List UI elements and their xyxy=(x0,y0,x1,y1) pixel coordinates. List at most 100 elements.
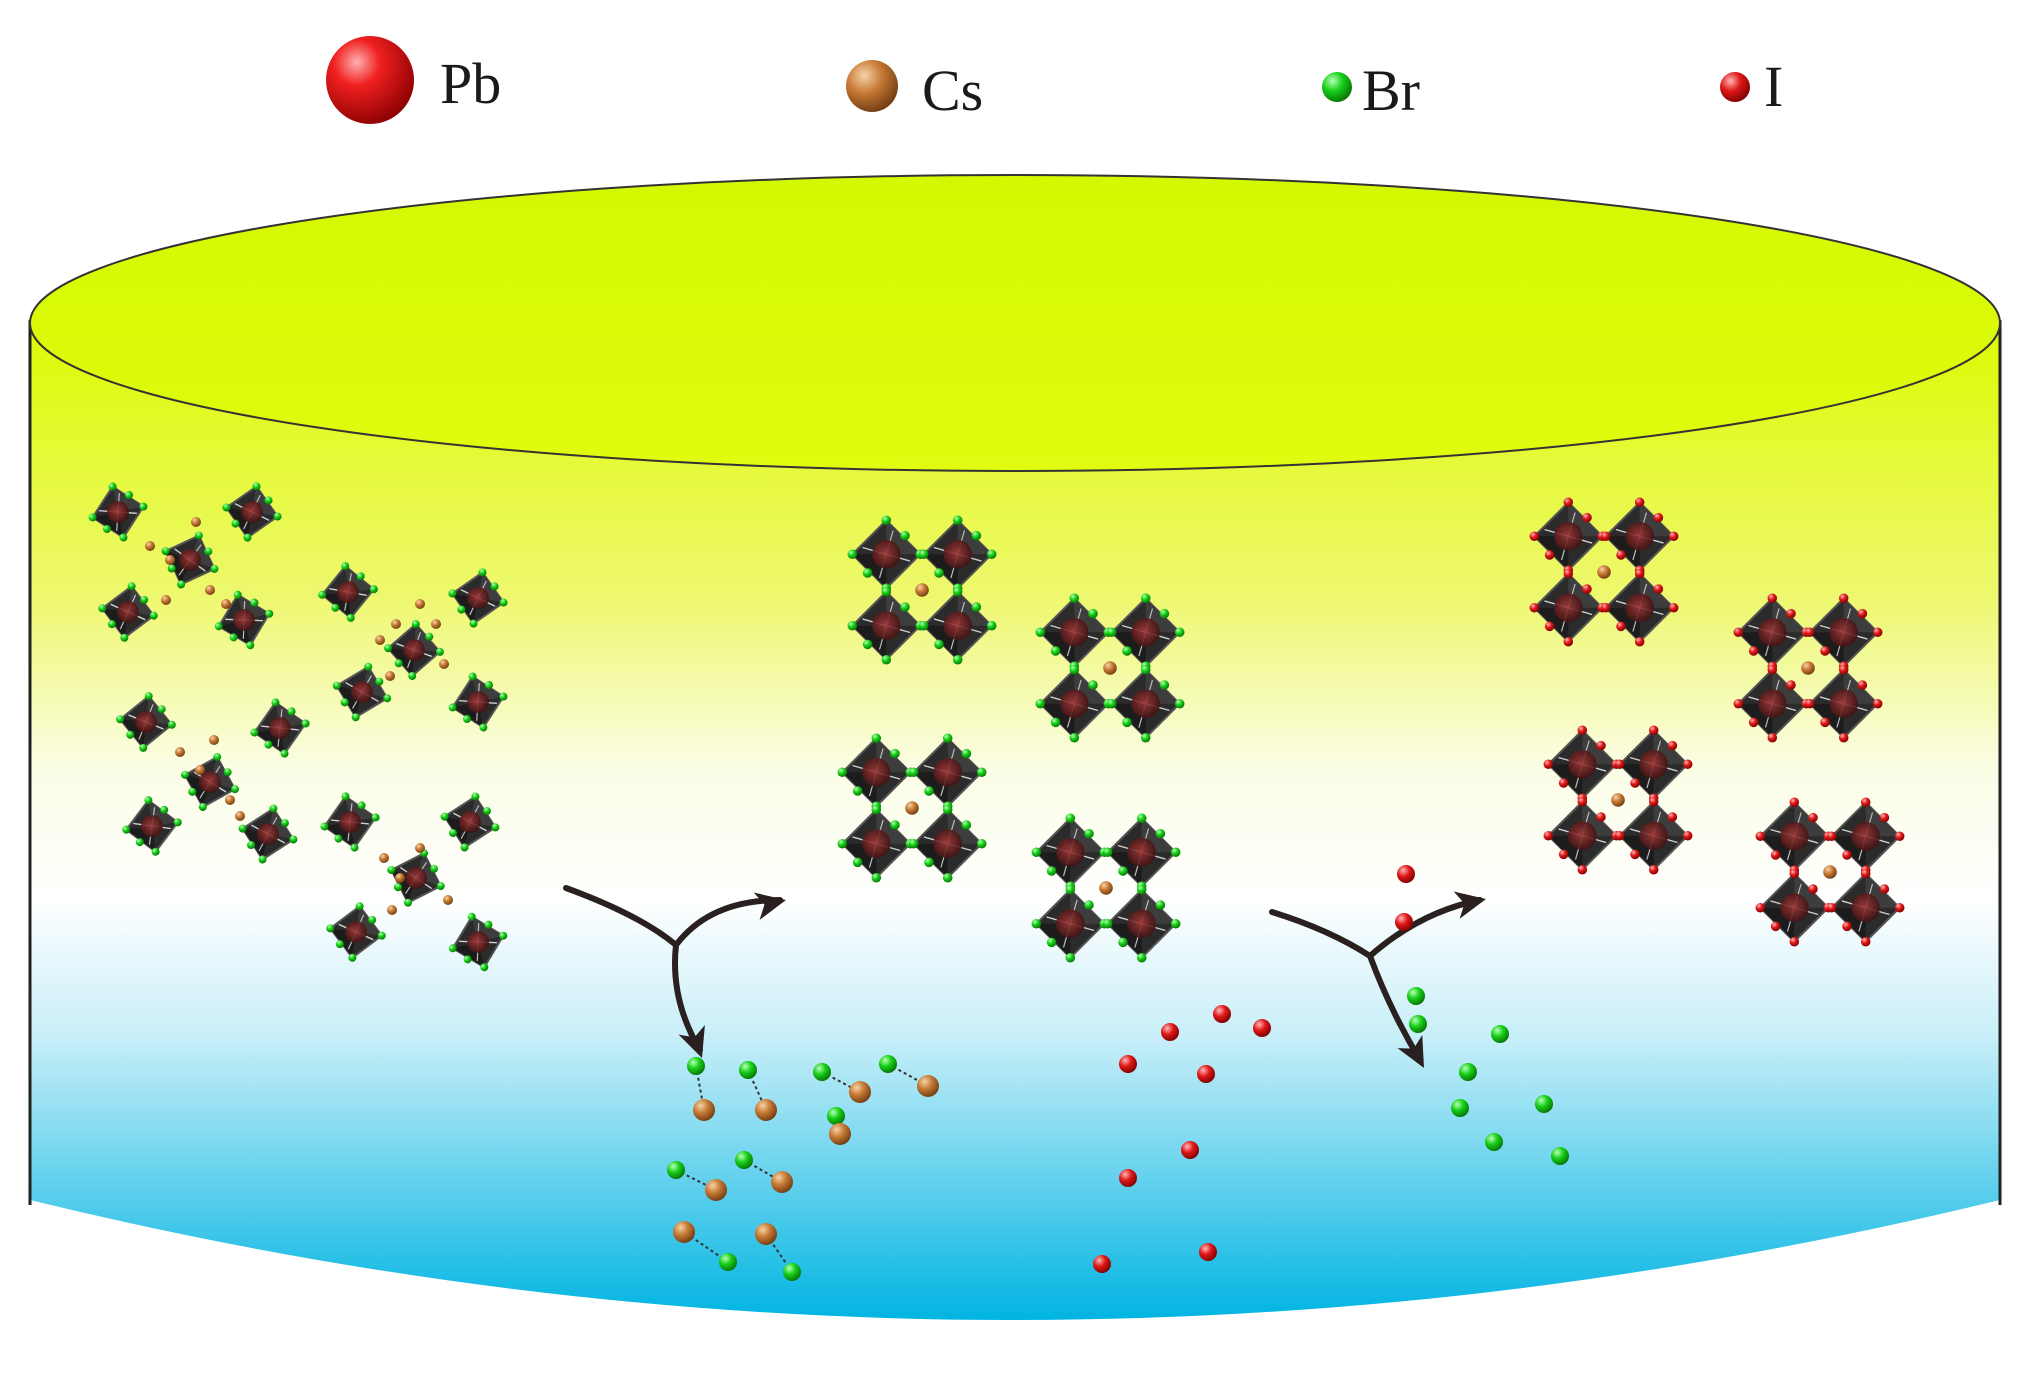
br-ion xyxy=(331,603,340,612)
i-ion xyxy=(1767,664,1778,675)
br-ion xyxy=(900,602,910,612)
br-ion xyxy=(250,598,259,607)
i-ion xyxy=(1616,550,1626,560)
br-ion xyxy=(881,654,892,665)
octahedron xyxy=(1102,884,1181,963)
octahedron xyxy=(1826,868,1905,947)
br-ion xyxy=(1118,866,1128,876)
br-ion xyxy=(837,838,848,849)
br-ion xyxy=(116,715,125,724)
cs-ion xyxy=(235,811,245,821)
br-ion xyxy=(1046,937,1057,948)
br-ion xyxy=(827,1107,845,1125)
br-ion xyxy=(490,582,499,591)
i-ion xyxy=(1842,850,1852,860)
br-ion xyxy=(1031,918,1042,929)
br-ion xyxy=(340,698,349,707)
arrow-head xyxy=(1397,1034,1424,1068)
br-ion xyxy=(1122,646,1132,656)
i-ion xyxy=(1630,778,1640,788)
br-ion xyxy=(478,568,487,577)
br-ion xyxy=(1069,732,1080,743)
octahedron xyxy=(238,804,298,864)
i-ion xyxy=(1789,797,1800,808)
cs-ion xyxy=(1099,881,1113,895)
perovskite-unit-cell xyxy=(837,733,987,883)
br-ion xyxy=(1065,884,1076,895)
octahedron xyxy=(448,568,508,628)
i-legend-label: I xyxy=(1764,54,1784,119)
cs-ion xyxy=(1801,661,1815,675)
cs-ion xyxy=(195,765,205,775)
br-ion xyxy=(355,902,364,911)
br-ion xyxy=(393,883,402,892)
i-ion xyxy=(1634,497,1645,508)
br-ion xyxy=(908,767,919,778)
br-ion xyxy=(924,857,934,868)
br-ion xyxy=(1551,1147,1569,1165)
br-ion xyxy=(1050,646,1061,656)
i-ion xyxy=(1755,902,1766,913)
br-ion xyxy=(375,677,384,686)
cs-legend-label: Cs xyxy=(922,58,984,123)
br-ion xyxy=(411,620,420,629)
i-ion xyxy=(1582,512,1592,523)
br-ion xyxy=(287,707,296,716)
br-ion xyxy=(1031,847,1042,858)
br-ion xyxy=(435,647,444,656)
cs-ion xyxy=(145,541,155,551)
i-ion xyxy=(1596,740,1606,751)
i-ion xyxy=(1544,621,1555,632)
cs-ion xyxy=(379,853,389,863)
br-ion xyxy=(499,598,508,607)
br-ion xyxy=(971,530,982,541)
br-ion xyxy=(210,564,219,573)
cs-ion xyxy=(915,583,929,597)
octahedron xyxy=(918,586,997,665)
cs-ion xyxy=(693,1099,715,1121)
i-ion xyxy=(1161,1023,1179,1041)
csbr-pair xyxy=(735,1151,793,1193)
br-ion xyxy=(160,805,169,814)
br-ion xyxy=(1170,847,1181,858)
cs-ion xyxy=(829,1123,851,1145)
br-ion xyxy=(908,838,919,849)
i-ion xyxy=(1253,1019,1271,1037)
i-ion xyxy=(1808,812,1818,823)
br-ion xyxy=(462,714,471,723)
br-ion xyxy=(871,733,882,744)
br-ion xyxy=(383,694,392,703)
i-ion xyxy=(1770,921,1781,932)
br-ion xyxy=(942,804,953,815)
br-ion xyxy=(157,705,166,714)
perovskite-unit-cell xyxy=(1755,797,1905,947)
br-ion xyxy=(247,841,256,850)
br-ion xyxy=(1102,847,1113,858)
br-ion xyxy=(942,733,953,744)
i-ion xyxy=(1563,636,1574,647)
br-ion xyxy=(332,681,341,690)
csbr-pair xyxy=(667,1161,727,1201)
br-ion xyxy=(280,749,289,758)
i-ion xyxy=(1543,830,1554,841)
br-ion xyxy=(139,502,148,511)
br-ion xyxy=(273,512,282,521)
i-ion xyxy=(1748,646,1759,656)
br-ion xyxy=(356,572,365,581)
br-ion xyxy=(135,838,144,847)
arrow-head xyxy=(678,1025,705,1058)
i-ion xyxy=(1614,759,1625,770)
perovskite-unit-cell xyxy=(847,515,997,665)
octahedron xyxy=(837,804,916,883)
free-ions-layer xyxy=(667,865,1569,1281)
csbr-pair xyxy=(687,1057,715,1121)
br-ion xyxy=(149,611,158,620)
octahedron xyxy=(98,582,158,642)
i-ion xyxy=(1529,531,1540,542)
br-ion xyxy=(326,924,335,933)
br-ion xyxy=(448,589,457,598)
br-ion xyxy=(161,547,170,556)
i-ion xyxy=(1826,902,1837,913)
br-ion xyxy=(173,818,182,827)
i-ion xyxy=(1804,698,1815,709)
